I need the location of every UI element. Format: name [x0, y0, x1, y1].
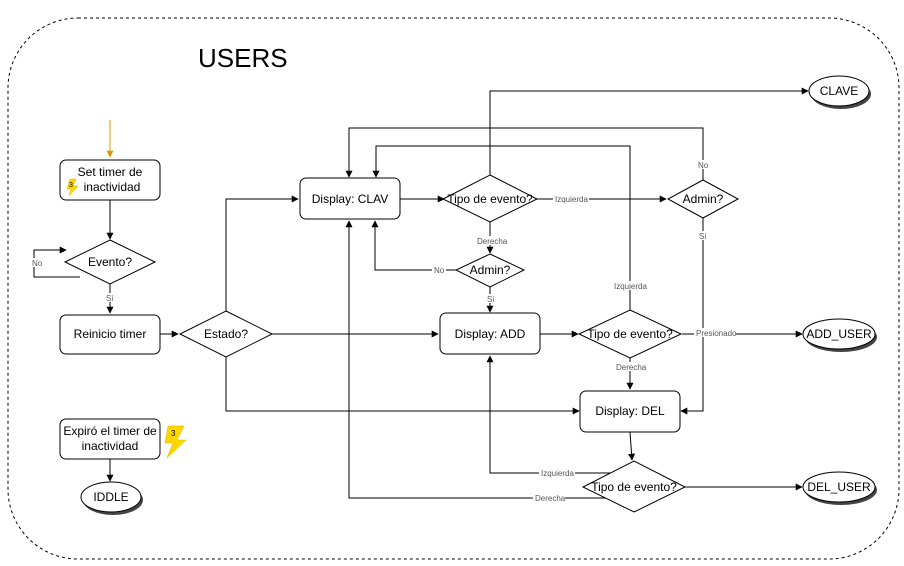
admin-2-label: Admin? [470, 263, 511, 277]
expiro-line-1: Expiró el timer de [63, 424, 157, 438]
label-tipo1-izquierda: Izquierda [555, 195, 588, 204]
edge-admin1-si [680, 218, 704, 415]
tipo-evento-3-label: Tipo de evento? [591, 480, 677, 494]
expiro-timer-node[interactable]: Expiró el timer de inactividad [59, 418, 161, 460]
estado-decision[interactable]: Estado? [178, 310, 274, 358]
display-clav-label: Display: CLAV [312, 192, 388, 206]
set-timer-line-1: Set timer de [78, 165, 143, 179]
display-add-label: Display: ADD [455, 327, 526, 341]
edge-labels: No Si Izquierda Derecha No Si No Si Pres… [30, 160, 737, 503]
clave-label: CLAVE [820, 84, 858, 98]
tipo-evento-1-decision[interactable]: Tipo de evento? [441, 174, 539, 223]
edge-del-tipo3 [628, 431, 636, 461]
users-container [7, 17, 900, 560]
set-timer-node[interactable]: Set timer de inactividad [59, 159, 161, 201]
tipo-evento-3-decision[interactable]: Tipo de evento? [581, 460, 687, 513]
label-admin1-si: Si [699, 232, 706, 241]
lightning-icon: 3 [66, 178, 79, 197]
label-admin2-si: Si [487, 295, 494, 304]
display-del-node[interactable]: Display: DEL [579, 390, 681, 433]
estado-label: Estado? [204, 327, 248, 341]
lightning-icon: 3 [164, 425, 187, 459]
evento-decision[interactable]: Evento? [63, 239, 157, 285]
tipo-evento-1-label: Tipo de evento? [447, 192, 533, 206]
edge-estado-clav [225, 195, 299, 311]
label-admin2-no: No [434, 266, 445, 275]
display-clav-node[interactable]: Display: CLAV [299, 177, 401, 220]
expiro-line-2: inactividad [82, 439, 139, 453]
label-tipo2-derecha: Derecha [616, 363, 647, 372]
edge-tipo1-clave [489, 87, 809, 175]
iddle-label: IDDLE [93, 490, 128, 504]
clave-terminal[interactable]: CLAVE [808, 75, 871, 109]
tipo-evento-2-label: Tipo de evento? [587, 327, 673, 341]
label-tipo3-izquierda: Izquierda [541, 469, 574, 478]
label-tipo1-derecha: Derecha [477, 237, 508, 246]
label-admin1-no: No [698, 161, 709, 170]
add-user-terminal[interactable]: ADD_USER [802, 318, 877, 352]
set-timer-line-2: inactividad [84, 180, 141, 194]
admin-2-decision[interactable]: Admin? [454, 253, 526, 288]
admin-1-label: Admin? [683, 192, 724, 206]
edge-tipo2-clav [372, 145, 631, 310]
edge-admin2-no [371, 220, 456, 271]
badge-2: 3 [171, 429, 176, 438]
badge-1: 3 [69, 182, 73, 189]
label-evento-si: Si [106, 294, 113, 303]
label-tipo3-derecha: Derecha [535, 494, 566, 503]
reinicio-timer-node[interactable]: Reinicio timer [59, 314, 161, 355]
iddle-terminal[interactable]: IDDLE [80, 481, 143, 515]
label-evento-no: No [32, 259, 43, 268]
del-user-label: DEL_USER [807, 480, 871, 494]
label-tipo2-izquierda: Izquierda [614, 282, 647, 291]
del-user-terminal[interactable]: DEL_USER [802, 471, 877, 505]
admin-1-decision[interactable]: Admin? [666, 179, 740, 219]
add-user-label: ADD_USER [806, 327, 872, 341]
display-del-label: Display: DEL [595, 404, 665, 418]
diagram-title: USERS [198, 43, 288, 73]
edge-admin1-no [345, 127, 704, 180]
label-tipo2-presionado: Presionado [696, 329, 737, 338]
edge-tipo3-clav [345, 220, 615, 499]
display-add-node[interactable]: Display: ADD [439, 312, 541, 355]
evento-label: Evento? [88, 255, 132, 269]
edge-estado-del [225, 357, 580, 415]
reinicio-label: Reinicio timer [74, 327, 147, 341]
tipo-evento-2-decision[interactable]: Tipo de evento? [577, 309, 683, 359]
